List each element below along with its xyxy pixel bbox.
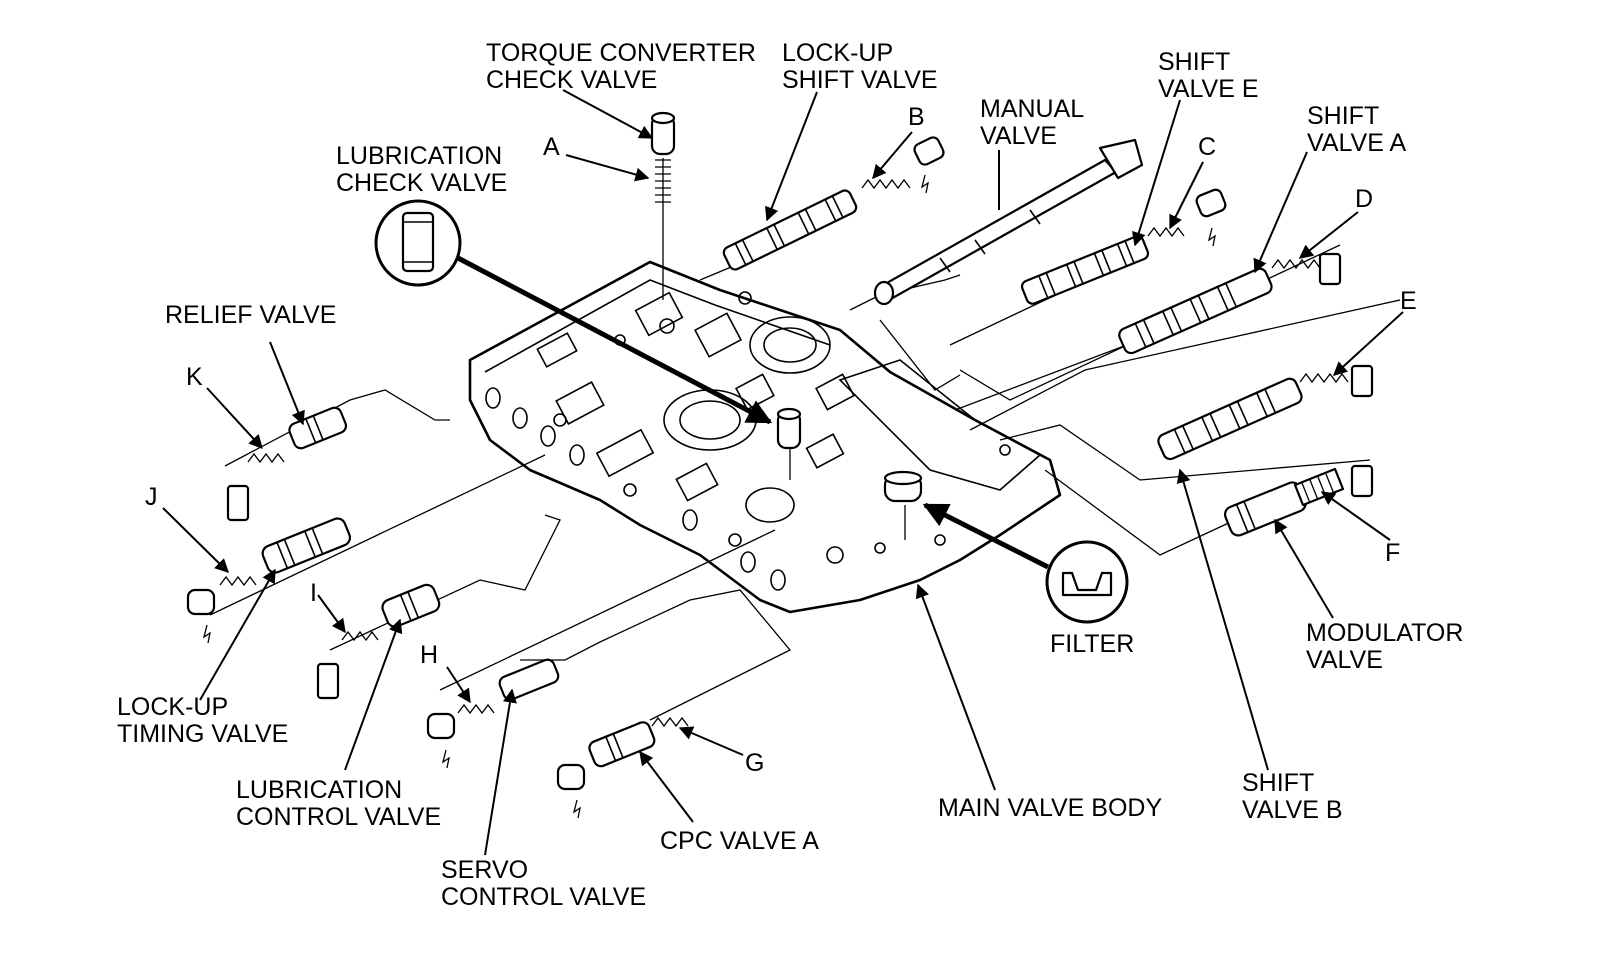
cpc-valve-a-part (588, 721, 656, 768)
shift-valve-e-part (1020, 235, 1150, 305)
label-shift-valve-e: SHIFT VALVE E (1158, 48, 1259, 103)
label-servo-control-valve: SERVO CONTROL VALVE (441, 856, 647, 911)
spring-j (219, 575, 257, 587)
letter-e: E (1400, 287, 1417, 315)
letter-f: F (1385, 539, 1401, 567)
lock-up-timing-valve-part (261, 517, 352, 574)
spring-k (247, 452, 285, 464)
seal-e (1350, 364, 1374, 398)
lubrication-control-valve-part (381, 583, 441, 628)
label-lubrication-check-valve: LUBRICATION CHECK VALVE (336, 142, 508, 197)
filter-part (883, 470, 923, 503)
modulator-valve-part (1223, 481, 1307, 537)
plug-j (186, 588, 216, 644)
label-manual-valve: MANUAL VALVE (980, 95, 1085, 150)
seal-i (316, 662, 340, 700)
letter-g: G (745, 749, 765, 777)
label-lock-up-timing-valve: LOCK-UP TIMING VALVE (117, 693, 289, 748)
label-shift-valve-a: SHIFT VALVE A (1307, 102, 1407, 157)
lubrication-check-valve-detail (374, 199, 462, 287)
filter-detail (1045, 540, 1129, 624)
leader-lines (162, 89, 1404, 856)
letter-i: I (310, 579, 317, 607)
label-lubrication-control-valve: LUBRICATION CONTROL VALVE (236, 776, 442, 831)
spring-b (861, 178, 911, 190)
label-shift-valve-b: SHIFT VALVE B (1242, 769, 1343, 824)
lubrication-check-valve-part (776, 407, 802, 450)
spring-c (1147, 226, 1185, 238)
shift-valve-a-part (1118, 267, 1273, 355)
spring-d (1271, 258, 1321, 270)
label-cpc-valve-a: CPC VALVE A (660, 827, 819, 855)
label-torque-converter-check-valve: TORQUE CONVERTER CHECK VALVE (486, 39, 756, 94)
shift-valve-b-part (1157, 377, 1303, 461)
plug-cpc (556, 763, 586, 819)
spring-i (341, 630, 379, 642)
plug-b (913, 136, 945, 194)
torque-converter-check-valve-part (650, 111, 676, 203)
label-modulator-valve: MODULATOR VALVE (1306, 619, 1464, 674)
seal-k (226, 484, 250, 522)
plug-c (1195, 188, 1227, 247)
spring-g (651, 716, 689, 728)
label-filter: FILTER (1050, 630, 1135, 658)
label-main-valve-body: MAIN VALVE BODY (938, 794, 1163, 822)
lock-up-shift-valve-part (722, 189, 858, 271)
letter-k: K (186, 363, 203, 391)
seal-d (1318, 252, 1342, 286)
spring-e (1299, 372, 1349, 384)
letter-h: H (420, 641, 439, 669)
main-valve-body (468, 260, 1062, 614)
spring-f (1293, 467, 1345, 507)
letter-d: D (1355, 185, 1374, 213)
label-lock-up-shift-valve: LOCK-UP SHIFT VALVE (782, 39, 938, 94)
servo-control-valve-part (498, 658, 560, 701)
label-relief-valve: RELIEF VALVE (165, 301, 337, 329)
letter-c: C (1198, 133, 1217, 161)
relief-valve-part (288, 406, 348, 450)
plug-h (426, 712, 456, 769)
manual-valve-part (873, 138, 1144, 306)
letter-b: B (908, 103, 925, 131)
spring-h (457, 703, 495, 715)
seal-f (1350, 464, 1374, 498)
letter-a: A (543, 133, 560, 161)
letter-j: J (145, 483, 158, 511)
